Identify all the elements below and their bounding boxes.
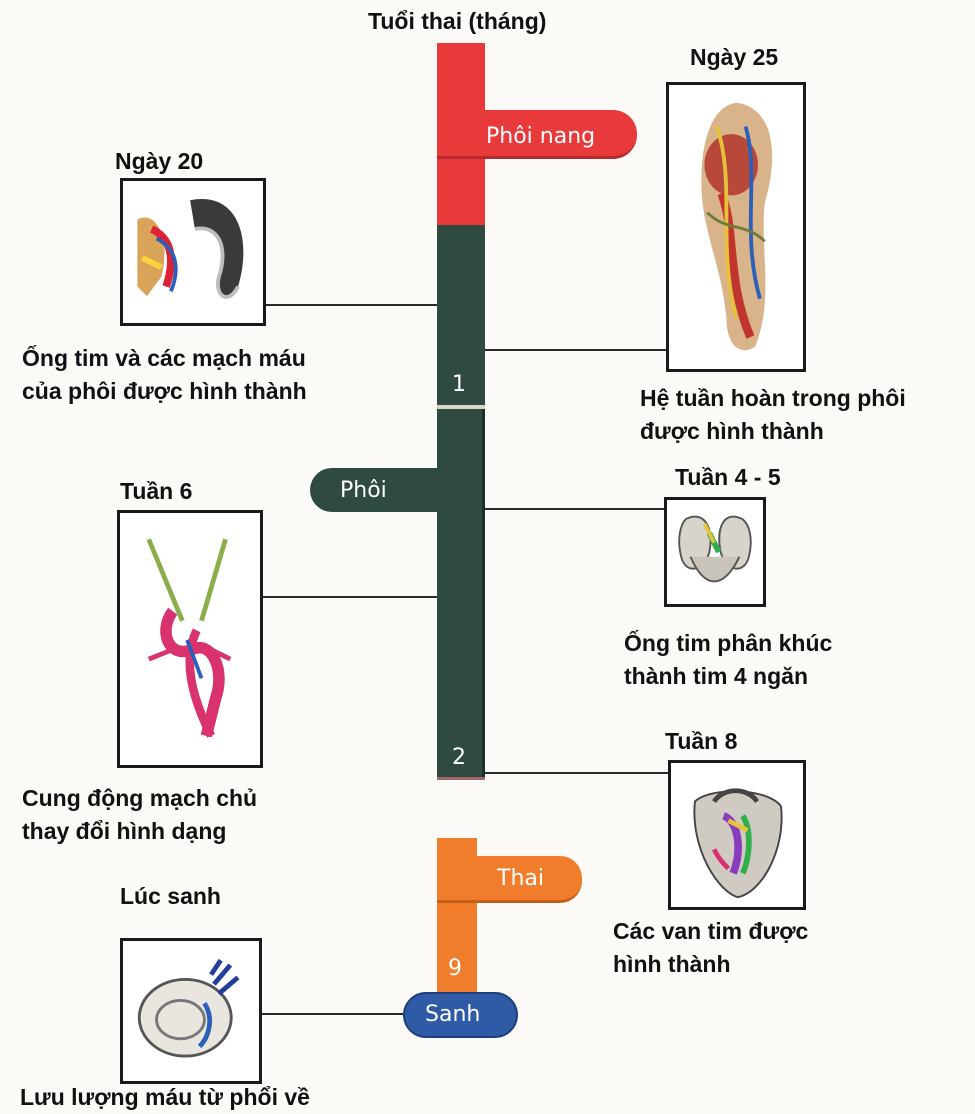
stage-tab-thai: [437, 856, 582, 903]
caption-line: thay đổi hình dạng: [22, 818, 227, 844]
milestone-caption-ngay25: Hệ tuần hoàn trong phôi được hình thành: [640, 382, 906, 448]
caption-line: Ống tim và các mạch máu: [22, 345, 306, 371]
milestone-caption-tuan8: Các van tim được hình thành: [613, 915, 808, 981]
axis-title: Tuổi thai (tháng): [368, 8, 547, 34]
stage-pill-sanh: [403, 992, 518, 1038]
stage-label-sanh: Sanh: [425, 1002, 481, 1027]
milestone-caption-tuan45: Ống tim phân khúc thành tim 4 ngăn: [624, 627, 832, 693]
caption-line: của phôi được hình thành: [22, 378, 307, 404]
milestone-heading-tuan45: Tuần 4 - 5: [675, 464, 781, 490]
stage-label-phoi-nang: Phôi nang: [486, 124, 596, 149]
stage-tab-phoi: [310, 468, 450, 512]
caption-line: Cung động mạch chủ: [22, 785, 258, 811]
caption-line: Các van tim được: [613, 918, 809, 944]
milestone-caption-ngay20: Ống tim và các mạch máu của phôi được hì…: [22, 342, 307, 408]
caption-line: Lưu lượng máu từ phổi về: [20, 1084, 310, 1110]
milestone-heading-tuan6: Tuần 6: [120, 478, 193, 504]
stage-bar-phoi-month2: [437, 409, 485, 777]
embryo-circulation-image: [666, 82, 806, 372]
aortic-arch-image: [117, 510, 263, 768]
caption-line: được hình thành: [640, 418, 824, 444]
heart-valves-image: [668, 760, 806, 910]
connector-tuan8: [485, 772, 668, 774]
caption-line: hình thành: [613, 951, 731, 977]
stage-label-thai: Thai: [497, 866, 544, 891]
connector-ngay20: [265, 304, 437, 306]
milestone-heading-ngay25: Ngày 25: [690, 44, 779, 70]
connector-tuan6: [262, 596, 437, 598]
heart-chambers-image: [664, 497, 766, 607]
caption-line: Hệ tuần hoàn trong phôi: [640, 385, 906, 411]
milestone-caption-tuan6: Cung động mạch chủ thay đổi hình dạng: [22, 782, 257, 848]
milestone-heading-ngay20: Ngày 20: [115, 148, 204, 174]
connector-luc-sanh: [262, 1013, 403, 1015]
stage-label-phoi: Phôi: [340, 478, 387, 503]
birth-heart-image: [120, 938, 262, 1084]
milestone-heading-luc-sanh: Lúc sanh: [120, 883, 221, 909]
month-label-9: 9: [448, 956, 462, 981]
month-label-1: 1: [452, 372, 466, 397]
caption-line: thành tim 4 ngăn: [624, 663, 808, 689]
caption-line: Ống tim phân khúc: [624, 630, 833, 656]
connector-ngay25: [485, 349, 668, 351]
bar-end-line: [437, 777, 485, 780]
milestone-heading-tuan8: Tuần 8: [665, 728, 738, 754]
stage-tab-phoi-nang: [437, 110, 637, 159]
heart-tube-image: [120, 178, 266, 326]
connector-tuan45: [485, 508, 665, 510]
milestone-caption-luc-sanh: Lưu lượng máu từ phổi về: [20, 1081, 310, 1114]
stage-bar-phoi-month1: [437, 225, 485, 405]
month-label-2: 2: [452, 745, 466, 770]
month-divider: [437, 405, 485, 409]
